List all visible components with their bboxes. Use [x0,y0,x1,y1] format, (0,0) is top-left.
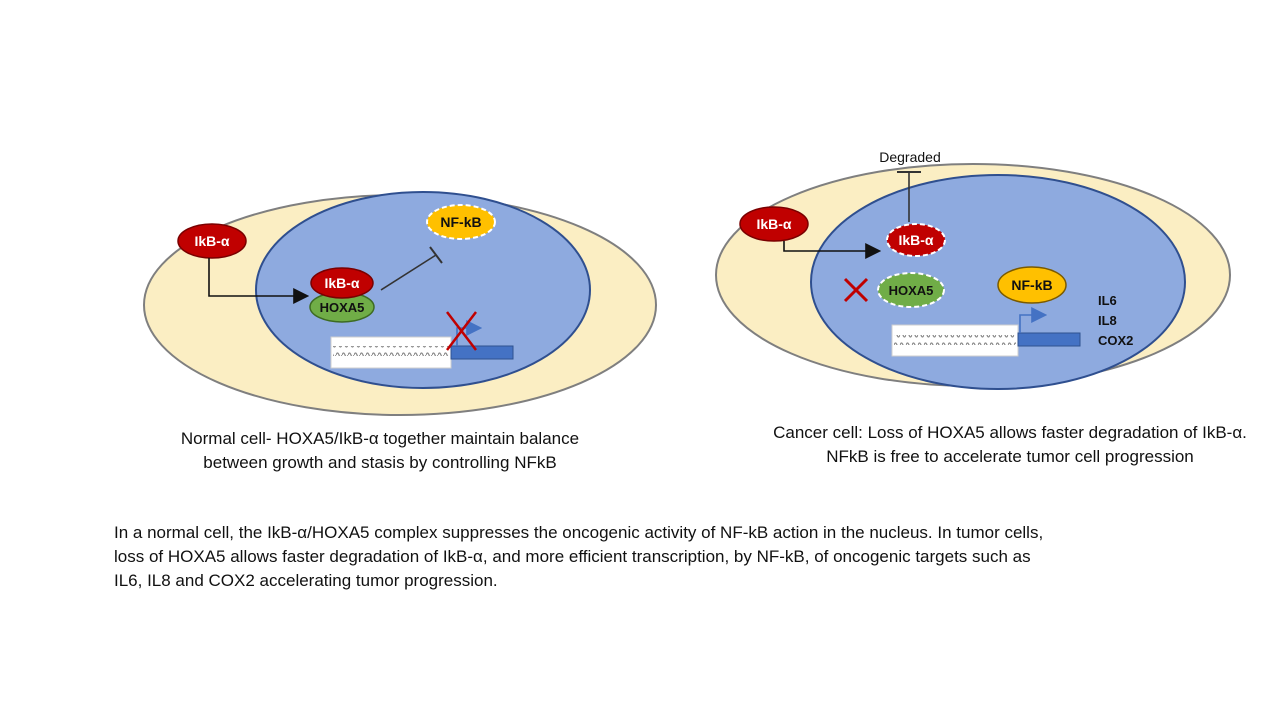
cancer-ikb-cytoplasm: IkB-α [739,206,809,242]
normal-nfkb-label: NF-kB [440,214,481,230]
normal-ikb-cytoplasm: IkB-α [177,223,247,259]
summary-line-1: In a normal cell, the IkB-α/HOXA5 comple… [114,523,1044,542]
normal-transcription-arrow [456,320,483,346]
cancer-cell-caption: Cancer cell: Loss of HOXA5 allows faster… [720,421,1280,469]
normal-inhibition-line [380,254,437,291]
normal-caption-line-1: Normal cell- HOXA5/IkB-α together mainta… [180,429,580,448]
cancer-ikb-cytoplasm-label: IkB-α [756,216,791,232]
summary-line-2: loss of HOXA5 allows faster degradation … [114,547,1031,566]
target-gene-cox2: COX2 [1098,333,1133,348]
cancer-ikb-nucleus: IkB-α [886,223,946,257]
cancer-nfkb: NF-kB [997,266,1067,304]
cancer-hoxa5-label: HOXA5 [889,283,934,298]
summary-line-3: IL6, IL8 and COX2 accelerating tumor pro… [114,571,498,590]
cancer-dna-helix [894,335,1016,345]
normal-cell: IkB-α HOXA5 IkB-α NF-kB [143,191,657,416]
cancer-caption-line-2: NFkB is free to accelerate tumor cell pr… [826,447,1194,466]
cancer-caption-line-1: Cancer cell: Loss of HOXA5 allows faster… [773,423,1247,442]
cancer-hoxa5: HOXA5 [877,272,945,308]
figure-summary: In a normal cell, the IkB-α/HOXA5 comple… [114,521,1280,593]
normal-ikb-nucleus-label: IkB-α [324,275,359,291]
target-gene-il6: IL6 [1098,293,1117,308]
cancer-gene-bar [1017,332,1081,347]
normal-ikb-cytoplasm-label: IkB-α [194,233,229,249]
cancer-cell: Degraded IkB-α IkB-α HOXA5 [715,149,1231,390]
normal-caption-line-2: between growth and stasis by controlling… [203,453,557,472]
normal-blocked-x-icon [446,311,477,351]
normal-inhibition-bar [429,246,443,264]
cancer-ikb-nucleus-label: IkB-α [898,232,933,248]
normal-cell-caption: Normal cell- HOXA5/IkB-α together mainta… [110,427,650,475]
cancer-hoxa5-loss-x-icon [843,277,869,303]
cancer-transcription-arrow [1019,307,1048,333]
normal-dna-helix [333,346,449,356]
normal-nfkb: NF-kB [426,204,496,240]
degraded-label: Degraded [879,149,941,165]
normal-hoxa5-label: HOXA5 [320,300,365,315]
normal-ikb-nucleus: IkB-α [310,267,374,299]
target-gene-il8: IL8 [1098,313,1117,328]
normal-gene-bar [450,345,514,360]
cancer-nfkb-label: NF-kB [1011,277,1052,293]
normal-import-arrow [208,258,310,304]
cancer-import-arrow [783,241,882,259]
